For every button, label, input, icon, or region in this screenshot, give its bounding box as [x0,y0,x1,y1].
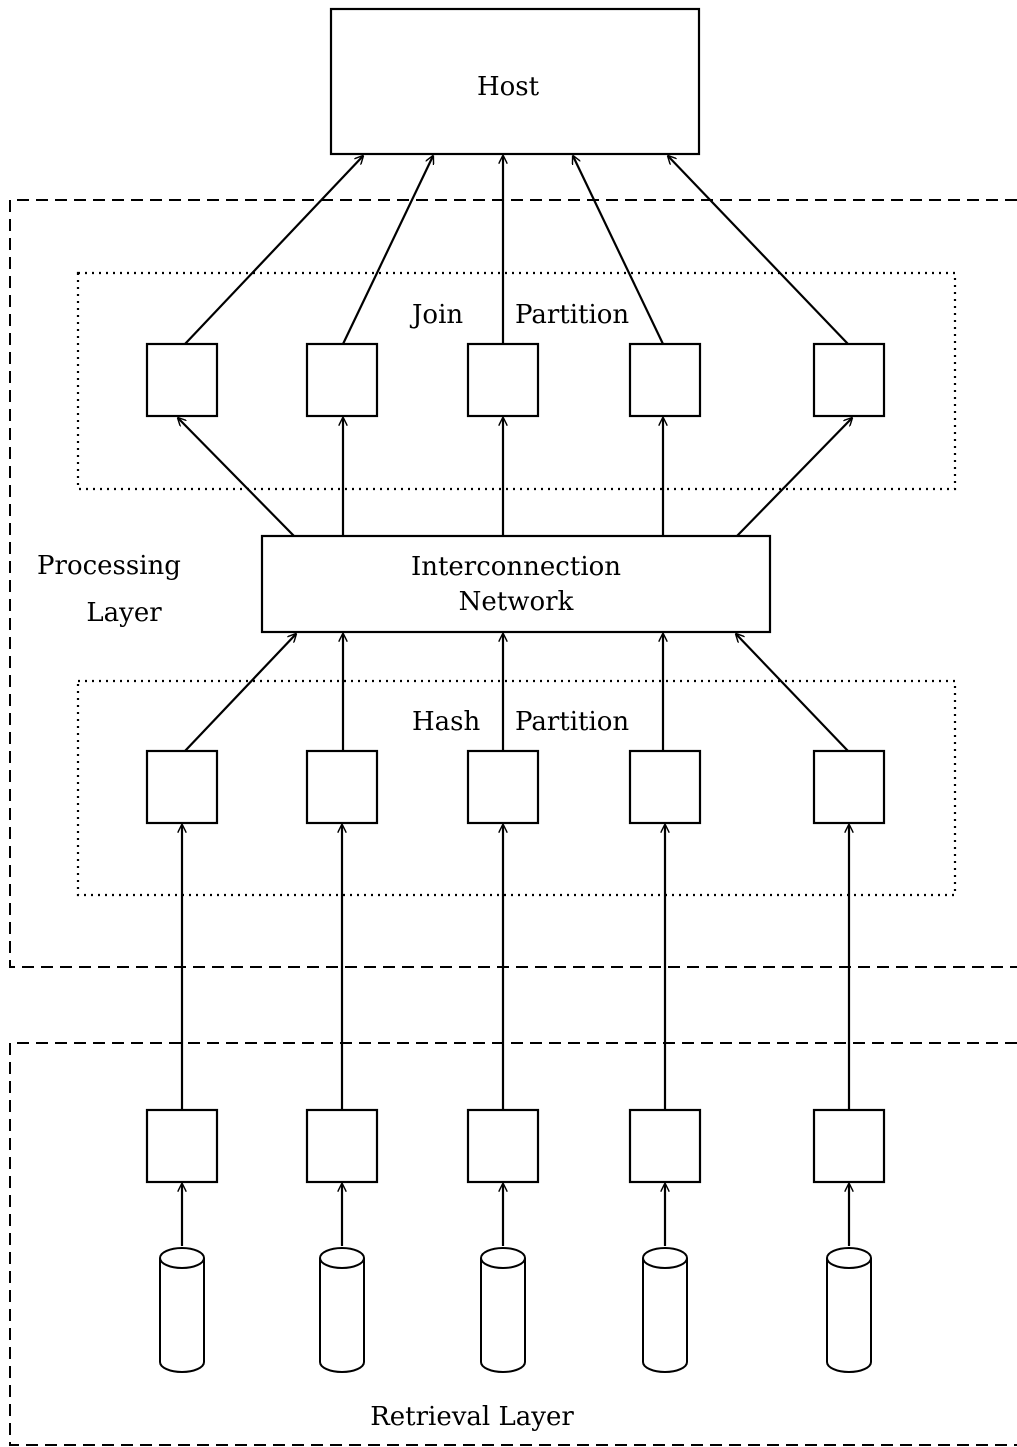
hash-to-network-arrow [736,634,849,752]
disk-icon [319,1247,365,1373]
retrieval-processor-box [145,1108,219,1184]
join-to-host-arrow [342,156,433,345]
retrieval-layer-label: Retrieval Layer [370,1402,574,1432]
processing-layer-label-line1: Processing [37,551,181,581]
retrieval-processor-box [305,1108,379,1184]
hash-label: Hash [412,707,481,737]
hash-processor-box [466,749,540,825]
host-box [329,7,701,156]
disk-icon [642,1247,688,1373]
network-label-line2: Network [459,587,574,617]
network-label-line1: Interconnection [411,552,621,582]
join-to-host-arrow [184,156,363,345]
interconnection-network-box [260,534,772,634]
hash-processor-box [145,749,219,825]
disk-icon [159,1247,205,1373]
hash-to-network-arrow [184,634,296,752]
join-processor-box [305,342,379,418]
join-processor-box [628,342,702,418]
retrieval-processor-box [466,1108,540,1184]
network-to-join-arrow [178,418,295,537]
processing-layer-region [9,199,1017,968]
retrieval-processor-box [812,1108,886,1184]
join-to-host-arrow [573,156,664,345]
join-to-host-arrow [668,156,849,345]
processing-layer-label-line2: Layer [86,598,162,628]
hash-processor-box [812,749,886,825]
join-label: Join [409,300,463,330]
hash-processor-box [305,749,379,825]
hash-partition-label: Partition [515,707,629,737]
retrieval-processor-box [628,1108,702,1184]
join-processor-box [812,342,886,418]
network-to-join-arrow [736,418,852,537]
disk-icon [480,1247,526,1373]
retrieval-layer-region [9,1042,1017,1446]
join-processor-box [145,342,219,418]
host-label: Host [477,72,540,102]
join-partition-label: Partition [515,300,629,330]
disk-icon [826,1247,872,1373]
hash-processor-box [628,749,702,825]
join-processor-box [466,342,540,418]
